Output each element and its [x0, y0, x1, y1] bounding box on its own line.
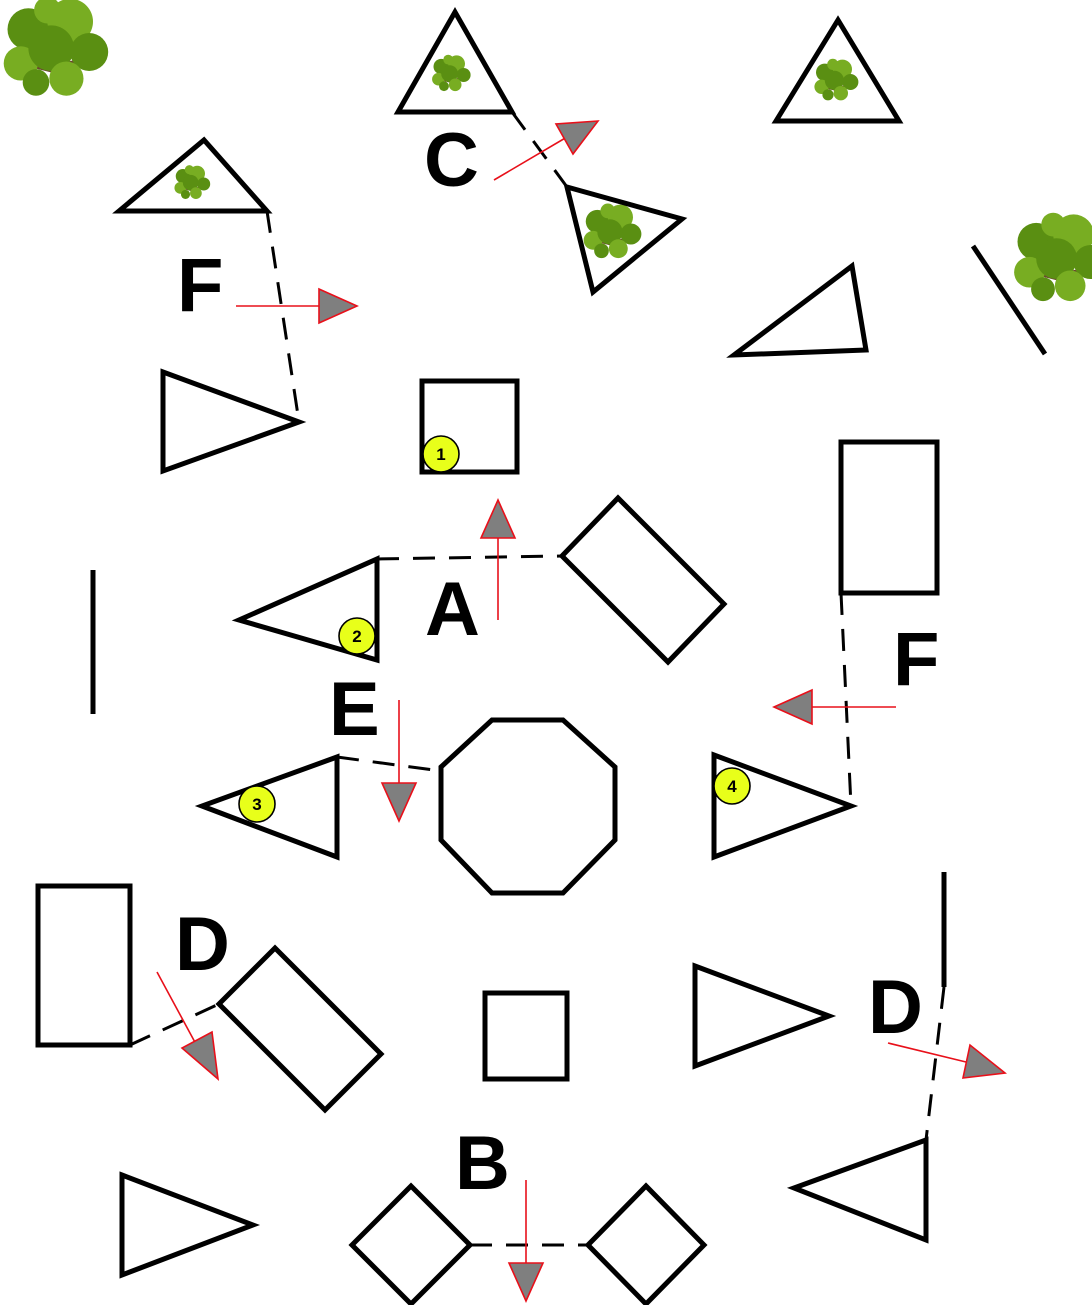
tree-icon — [174, 165, 210, 199]
tree-icon — [1014, 213, 1092, 301]
marker-2: 2 — [339, 618, 375, 654]
tree-icon — [4, 0, 109, 96]
rectangle — [841, 442, 937, 593]
rotated-rectangle — [219, 948, 381, 1110]
triangle — [734, 266, 866, 355]
triangle — [794, 1140, 926, 1240]
arrow-icon — [236, 289, 357, 323]
gap-a — [377, 556, 562, 559]
triangle — [163, 372, 299, 471]
label-f-left: F — [177, 243, 223, 328]
marker-1: 1 — [423, 436, 459, 472]
svg-text:4: 4 — [727, 777, 737, 796]
gap-e — [337, 757, 441, 771]
diamond — [352, 1186, 470, 1304]
svg-text:2: 2 — [352, 627, 361, 646]
marker-4: 4 — [714, 768, 750, 804]
triangle — [122, 1175, 253, 1275]
svg-text:3: 3 — [252, 795, 261, 814]
rotated-rectangle — [562, 498, 724, 662]
arrow-icon — [509, 1180, 543, 1301]
triangle — [695, 966, 829, 1066]
arrow-icon — [481, 500, 515, 620]
octagon — [441, 720, 615, 893]
arrow-icon — [382, 700, 416, 821]
svg-text:1: 1 — [436, 445, 445, 464]
label-d-right: D — [868, 965, 923, 1050]
arrow-icon — [157, 972, 218, 1079]
arrow-icon — [774, 690, 896, 724]
diamond — [588, 1186, 704, 1304]
gap-f-left — [267, 211, 299, 422]
tree-icon — [584, 204, 642, 259]
arrow-icon — [494, 121, 598, 180]
label-d-left: D — [175, 902, 230, 987]
label-c: C — [424, 118, 479, 203]
gap-f-right — [841, 593, 851, 806]
label-f-right: F — [893, 617, 939, 702]
label-a: A — [425, 567, 480, 652]
label-e: E — [329, 667, 380, 752]
square — [485, 993, 567, 1079]
gap-d-right — [926, 987, 944, 1140]
marker-3: 3 — [239, 786, 275, 822]
tree-icon — [814, 59, 858, 101]
label-b: B — [455, 1121, 510, 1206]
tree-icon — [432, 55, 471, 91]
rectangle — [38, 886, 130, 1045]
